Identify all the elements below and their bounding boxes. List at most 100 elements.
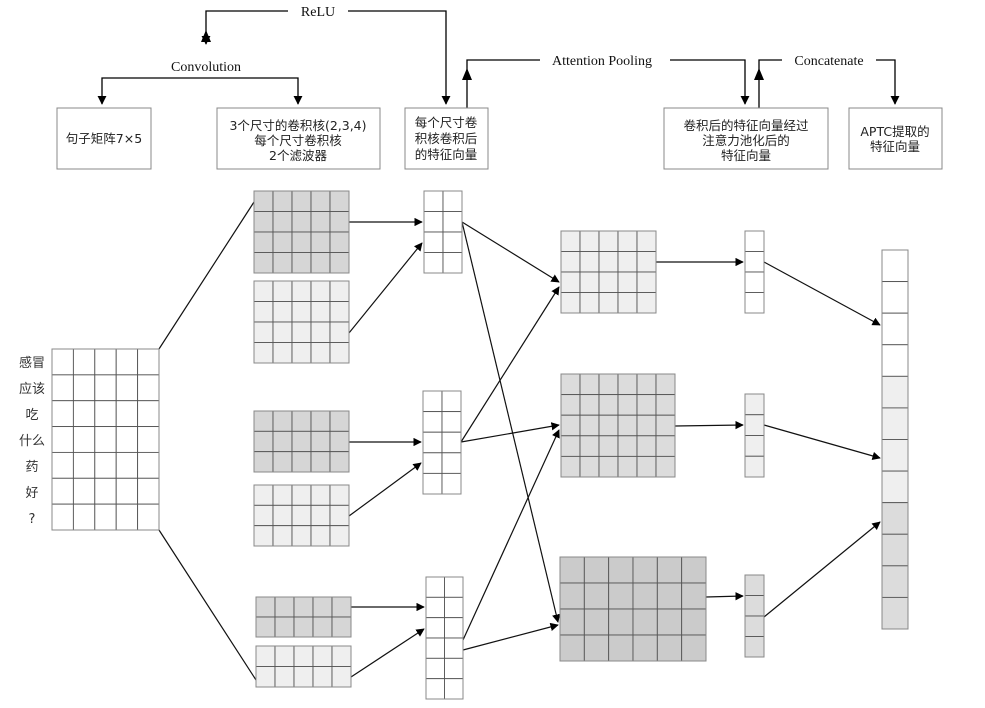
grid-cell [329, 321, 350, 343]
grid-cell [636, 251, 657, 273]
up-arrow-icon [754, 68, 764, 80]
grid-cell [291, 484, 312, 506]
grid-cell [425, 617, 445, 639]
concat-arrow [763, 261, 881, 326]
grid-cell [272, 211, 293, 233]
grid-cell [255, 616, 276, 638]
grid-cell [560, 394, 581, 416]
grid-cell [291, 410, 312, 432]
grid-cell [272, 321, 293, 343]
grid-cell [291, 342, 312, 364]
grid-cell [291, 451, 312, 473]
grid-cell [51, 374, 74, 402]
grid-cell [636, 435, 657, 457]
grid-cell [583, 608, 610, 636]
grid-cell [422, 411, 443, 433]
grid-cell [559, 608, 585, 636]
grid-border [744, 393, 765, 478]
grid-cell [655, 373, 676, 396]
grid-cell [329, 231, 350, 253]
up-arrow-icon [462, 68, 472, 80]
grid-cell [293, 596, 314, 618]
grid-border [423, 190, 463, 274]
attention-matrix-2 [560, 373, 676, 478]
concatenate-label: Concatenate [794, 54, 863, 69]
grid-cell [441, 452, 462, 474]
grid-cell [253, 301, 274, 323]
grid-cell [272, 525, 293, 547]
grid-cell [310, 321, 331, 343]
grid-cell [115, 477, 139, 505]
grid-cell [441, 411, 462, 433]
grid-border [422, 390, 462, 495]
grid-cell [272, 451, 293, 473]
convolution-connector-left [97, 77, 206, 105]
grid-cell [881, 502, 909, 535]
grid-cell [253, 525, 274, 547]
grid-cell [560, 373, 581, 396]
grid-border [560, 230, 657, 314]
grid-cell [444, 678, 464, 700]
grid-cell [293, 666, 314, 688]
sentence-word: 感冒 [19, 355, 45, 371]
stage-box-text: APTC提取的 [860, 124, 929, 139]
grid-cell [137, 374, 160, 402]
grid-cell [655, 435, 676, 457]
relu-connector-right [348, 10, 451, 105]
grid-cell [655, 455, 676, 478]
grid-cell [310, 410, 331, 432]
filter-region-4-2 [255, 645, 352, 688]
grid-cell [598, 414, 619, 437]
grid-cell [329, 451, 350, 473]
grid-cell [137, 426, 160, 453]
grid-cell [291, 525, 312, 547]
grid-cell [115, 348, 139, 376]
grid-cell [72, 451, 96, 479]
grid-cell [560, 455, 581, 478]
grid-cell [329, 190, 350, 212]
concat-arrow [763, 424, 881, 460]
grid-border [881, 249, 909, 630]
grid-cell [881, 565, 909, 598]
concatenate-connector-left [758, 59, 782, 108]
stage-box-text: 的特征向量 [415, 147, 478, 162]
grid-cell [744, 271, 765, 293]
grid-cell [636, 230, 657, 252]
grid-cell [274, 666, 295, 688]
sentence-word: 好 [25, 486, 38, 501]
grid-cell [253, 231, 274, 253]
grid-cell [559, 556, 585, 584]
stage-box-aptc-output: APTC提取的 特征向量 [848, 107, 943, 170]
grid-cell [444, 637, 464, 659]
grid-cell [579, 394, 600, 416]
grid-cell [425, 657, 445, 680]
grid-cell [681, 634, 707, 662]
grid-cell [253, 252, 274, 274]
stage-box-text: 3个尺寸的卷积核(2,3,4) [229, 118, 366, 133]
grid-cell [681, 556, 707, 584]
grid-cell [422, 452, 443, 474]
grid-cell [310, 211, 331, 233]
grid-cell [560, 292, 581, 314]
grid-cell [579, 271, 600, 293]
grid-cell [329, 504, 350, 527]
grid-cell [291, 504, 312, 527]
grid-cell [329, 525, 350, 547]
grid-cell [331, 596, 352, 618]
grid-cell [744, 414, 765, 436]
grid-cell [272, 190, 293, 212]
grid-cell [425, 576, 445, 598]
grid-border [255, 645, 352, 688]
grid-border [255, 596, 352, 638]
grid-cell [329, 430, 350, 453]
grid-cell [272, 484, 293, 506]
grid-border [744, 230, 765, 314]
grid-cell [423, 252, 444, 274]
grid-cell [598, 230, 619, 252]
grid-cell [425, 678, 445, 700]
grid-cell [291, 190, 312, 212]
pooled-vector-1 [744, 230, 765, 314]
pooled-vector-3 [744, 574, 765, 658]
grid-cell [137, 348, 160, 376]
connector-lines [158, 201, 881, 681]
